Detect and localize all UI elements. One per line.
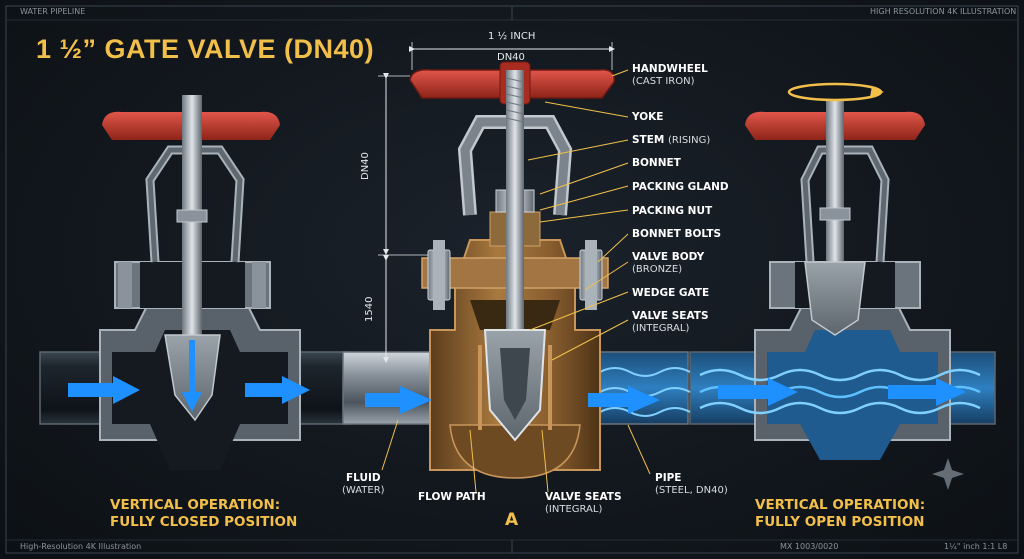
page-title: 1 ½” GATE VALVE (DN40) (36, 34, 375, 64)
closed-valve-illustration (39, 95, 351, 470)
callout-packing-nut: PACKING NUT (632, 205, 713, 217)
open-valve-illustration (689, 82, 996, 490)
label-flow-path: FLOW PATH (418, 491, 486, 503)
callout-stem: STEM (RISING) (632, 134, 711, 146)
callout-bonnet: BONNET (632, 157, 681, 169)
label-valve-seats-bottom: VALVE SEATS (INTEGRAL) (545, 491, 622, 515)
dimension-side-num: 1540 (364, 296, 375, 322)
label-pipe: PIPE (STEEL, DN40) (655, 472, 728, 496)
callout-yoke: YOKE (632, 111, 664, 123)
corner-bottom-right: 1¼" inch 1:1 L8 (944, 542, 1008, 551)
callout-packing-gland: PACKING GLAND (632, 181, 729, 193)
callout-valve-seats: VALVE SEATS (INTEGRAL) (632, 310, 709, 334)
caption-open: VERTICAL OPERATION: FULLY OPEN POSITION (755, 497, 926, 530)
corner-bottom-left: High-Resolution 4K Illustration (20, 542, 142, 551)
center-valve-cutaway (342, 42, 691, 493)
dimension-side-dn: DN40 (360, 152, 371, 180)
dimension-top-inch: 1 ½ INCH (488, 31, 536, 42)
dimension-top-dn: DN40 (497, 52, 525, 63)
corner-bottom-mid: MX 1003/0020 (780, 542, 839, 551)
callout-bonnet-bolts: BONNET BOLTS (632, 228, 722, 240)
section-marker: A (505, 510, 519, 530)
callout-wedge-gate: WEDGE GATE (632, 287, 710, 299)
caption-closed: VERTICAL OPERATION: FULLY CLOSED POSITIO… (110, 497, 298, 530)
callout-valve-body: VALVE BODY (BRONZE) (632, 251, 705, 275)
corner-top-right: HIGH RESOLUTION 4K ILLUSTRATION (870, 7, 1017, 16)
label-fluid: FLUID (WATER) (342, 472, 385, 496)
corner-top-left: WATER PIPELINE (20, 7, 86, 16)
callout-handwheel: HANDWHEEL (CAST IRON) (632, 63, 708, 87)
